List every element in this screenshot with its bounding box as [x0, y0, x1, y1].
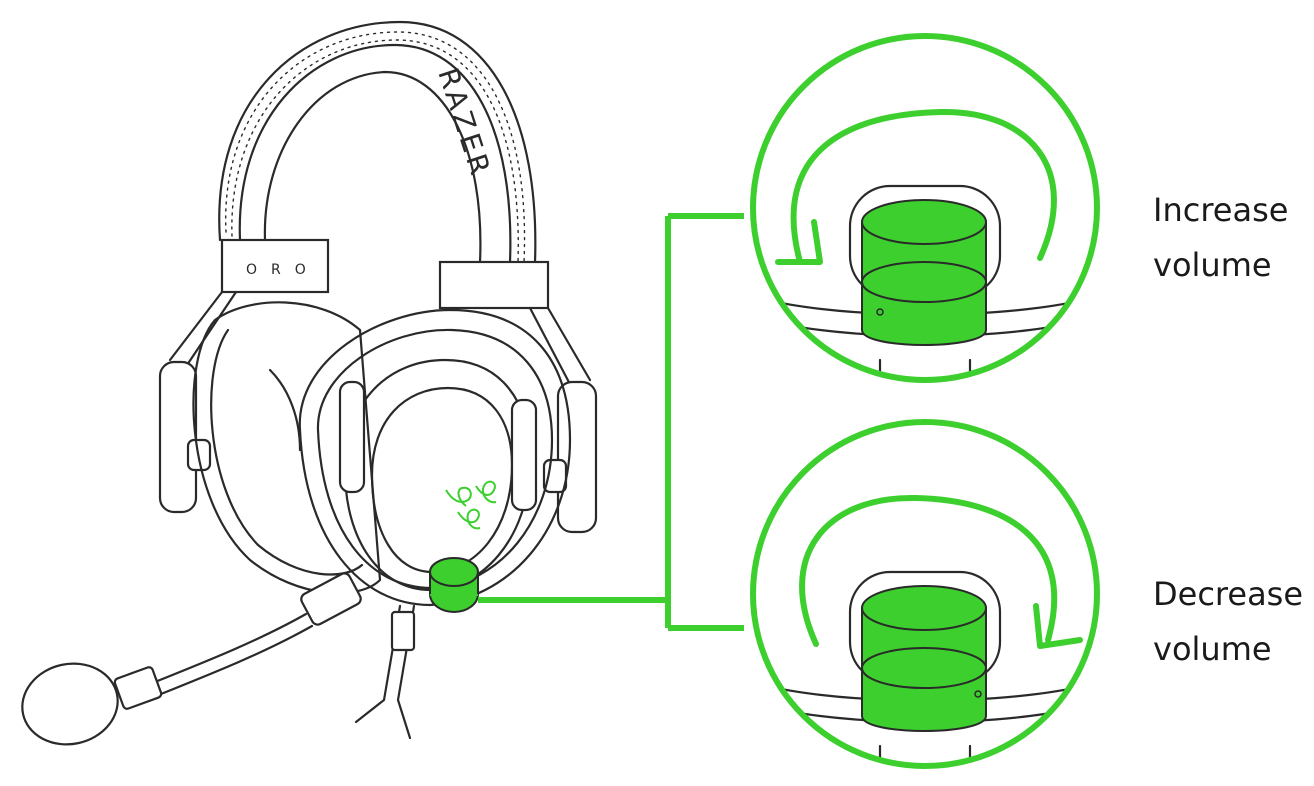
- headband-text: RAZER: [431, 64, 498, 182]
- clockwise-arrow-icon: [790, 108, 1057, 265]
- mic-boom-base: [300, 572, 362, 626]
- increase-volume-callout: [750, 33, 1100, 383]
- increase-volume-label: Increase volume: [1153, 183, 1288, 293]
- increase-label-line1: Increase: [1153, 191, 1289, 229]
- mic-foam: [21, 662, 119, 746]
- right-ear-cushion: [298, 308, 572, 607]
- decrease-label-line2: volume: [1153, 630, 1272, 668]
- slider-marks: ORO: [246, 262, 320, 278]
- right-slider-block: [438, 260, 550, 310]
- callout-connector: [478, 213, 744, 631]
- decrease-volume-callout: [750, 419, 1100, 769]
- volume-knob: [429, 557, 479, 613]
- increase-label-line2: volume: [1153, 246, 1272, 284]
- headband: [218, 20, 537, 264]
- counterclockwise-arrow-icon: [799, 494, 1058, 647]
- left-ear-cup: [192, 301, 382, 595]
- decrease-callout-ring: [750, 419, 1100, 769]
- razer-logo: [445, 480, 497, 530]
- decrease-label-line1: Decrease: [1153, 575, 1304, 613]
- headset-illustration: RAZER ORO: [21, 20, 598, 746]
- left-slider-block: [220, 238, 330, 294]
- increase-callout-ring: [750, 33, 1100, 383]
- decrease-volume-label: Decrease volume: [1153, 567, 1303, 677]
